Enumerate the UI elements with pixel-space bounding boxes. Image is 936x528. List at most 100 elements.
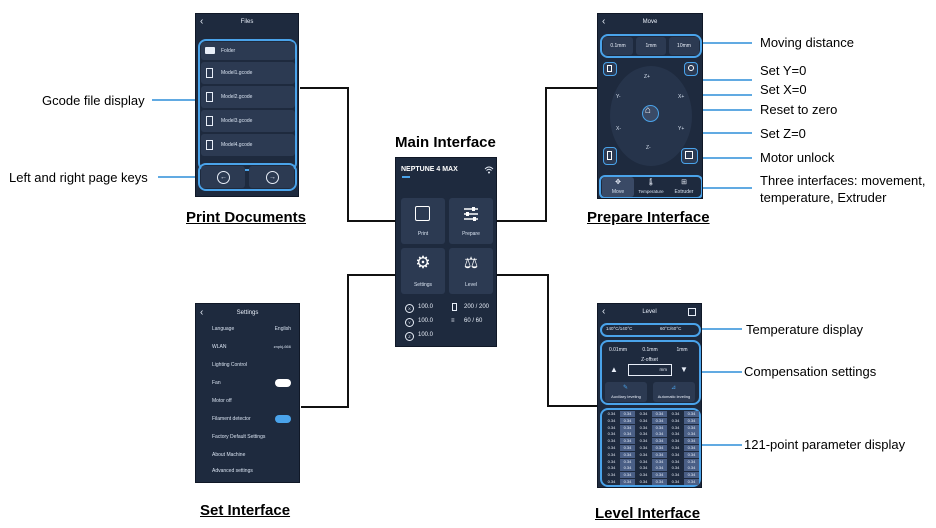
settings-screen: ‹ Settings Language English WLAN znpkj-6… [195,303,300,483]
level-point-value: 0.34 [684,465,699,472]
y-minus-button[interactable]: Y- [616,94,621,100]
level-point-value: 0.34 [652,411,667,417]
prev-page-button[interactable]: ← [201,166,245,188]
print-icon [415,206,430,221]
annotation-temp-display: Temperature display [746,322,864,337]
level-point-value: 0.34 [684,479,699,485]
level-point-value: 0.34 [620,465,635,472]
back-icon[interactable]: ‹ [200,16,204,27]
y-plus-button[interactable]: Y+ [678,126,685,132]
home-y-button[interactable] [603,62,617,76]
annotation-motor-unlock: Motor unlock [760,150,835,165]
annotation-three-interfaces-1: Three interfaces: movement, [760,173,926,188]
level-point-value: 0.34 [652,431,667,438]
settings-row-advanced[interactable]: Advanced settings [212,468,253,474]
settings-row-factory[interactable]: Factory Default Settings [212,434,266,440]
bed-temp: 60 / 60 [464,318,483,324]
step-button[interactable]: 1mm [676,347,688,353]
level-point-value: 0.34 [684,438,699,445]
zoffset-down-icon[interactable]: ▼ [680,365,688,374]
distance-button[interactable]: 1mm [636,37,666,55]
title-underline [402,176,410,178]
settings-row-language[interactable]: Language English [212,326,291,332]
distance-button[interactable]: 10mm [669,37,699,55]
step-button[interactable]: 0.1mm [642,347,658,353]
tab-move[interactable]: ✥ Move [602,177,634,197]
main-screen: NEPTUNE 4 MAX Print Prepare ⚙ Settings ⚖… [395,157,497,347]
file-item[interactable]: Model2.gcode [201,86,295,108]
level-point-value: 0.34 [652,458,667,465]
home-all-button[interactable]: ⌂ [642,105,659,122]
level-point-value: 0.34 [671,465,680,471]
tab-temperature[interactable]: 🌡 Temperature [635,177,667,197]
print-tile[interactable]: Print [401,198,445,244]
wifi-icon [484,166,494,174]
y-axis-icon: Y [405,318,414,327]
home-z-button[interactable] [603,147,617,165]
level-point-value: 0.34 [652,424,667,431]
file-item-folder[interactable]: Folder [201,42,295,60]
back-icon[interactable]: ‹ [200,307,204,318]
level-point-value: 0.34 [684,417,699,424]
file-item[interactable]: Model1.gcode [201,62,295,84]
settings-row-about[interactable]: About Machine [212,452,246,458]
level-point-value: 0.34 [652,479,667,485]
z-minus-button[interactable]: Z- [646,145,651,151]
settings-row-wlan[interactable]: WLAN znpkj-666 [212,344,291,350]
tab-extruder[interactable]: ⊞ Extruder [668,177,700,197]
caption-main: Main Interface [395,134,496,151]
level-point-value: 0.34 [620,472,635,479]
nozzle-icon [452,303,457,311]
level-point-value: 0.34 [639,424,648,430]
prepare-tile[interactable]: Prepare [449,198,493,244]
back-icon[interactable]: ‹ [602,306,606,317]
z-plus-button[interactable]: Z+ [644,74,650,80]
level-point-value: 0.34 [620,424,635,431]
level-point-value: 0.34 [671,431,680,437]
automatic-leveling-button[interactable]: ⊿ Automatic leveling [653,382,695,402]
auxiliary-leveling-button[interactable]: ✎ Auxiliary leveling [605,382,647,402]
settings-row-filament[interactable]: Filament detector [202,412,293,426]
level-point-value: 0.34 [671,445,680,450]
nozzle-temp: 140°C/140°C [606,326,633,331]
x-plus-button[interactable]: X+ [678,94,685,100]
level-title: Level [642,309,657,315]
files-title: Files [240,19,254,25]
level-point-value: 0.34 [607,458,616,464]
save-icon[interactable] [688,308,696,316]
x-minus-button[interactable]: X- [616,126,621,132]
level-point-value: 0.34 [620,417,635,424]
level-point-value: 0.34 [671,458,680,464]
level-point-value: 0.34 [639,438,648,444]
annotation-three-interfaces-2: temperature, Extruder [760,190,887,205]
home-x-button[interactable] [684,62,698,76]
fan-toggle[interactable] [275,379,291,387]
motor-unlock-button[interactable] [681,148,698,164]
file-item[interactable]: Model4.gcode [201,134,295,156]
level-point-value: 0.34 [684,445,699,451]
zoffset-input[interactable]: mm [628,364,672,376]
arrow-right-icon: → [266,171,279,184]
file-icon [206,116,213,126]
step-button[interactable]: 0.01mm [608,347,628,353]
back-icon[interactable]: ‹ [602,16,606,27]
file-icon [206,140,213,150]
next-page-button[interactable]: → [249,166,294,188]
level-tile[interactable]: ⚖ Level [449,248,493,294]
file-item[interactable]: Model3.gcode [201,110,295,132]
level-point-value: 0.34 [607,479,616,484]
level-point-value: 0.34 [684,411,699,417]
bed-temp: 60°C/60°C [660,326,682,331]
filament-toggle[interactable] [275,415,291,423]
level-point-value: 0.34 [639,445,648,450]
distance-button[interactable]: 0.1mm [603,37,633,55]
level-point-value: 0.34 [671,438,680,444]
settings-row-fan[interactable]: Fan [202,376,293,390]
settings-row-motor-off[interactable]: Motor off [212,398,232,404]
settings-tile[interactable]: ⚙ Settings [401,248,445,294]
settings-row-lighting[interactable]: Lighting Control [212,362,248,368]
level-point-value: 0.34 [671,417,680,423]
wrench-icon: ✎ [623,385,629,391]
bed-icon: ≡ [451,318,455,324]
zoffset-up-icon[interactable]: ▲ [610,365,618,374]
